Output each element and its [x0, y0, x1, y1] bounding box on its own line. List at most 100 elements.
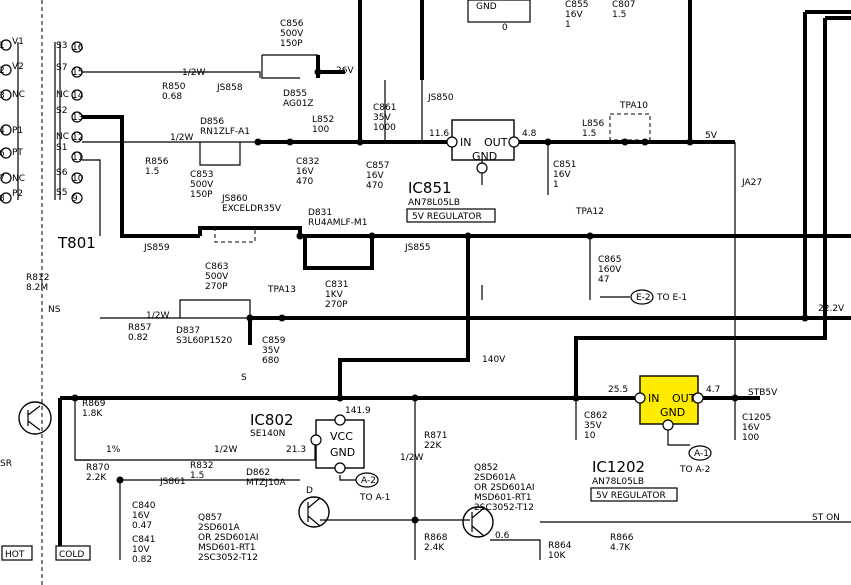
to-e1-label: TO E-1 [656, 293, 687, 303]
to-a1-label: TO A-1 [359, 493, 390, 503]
t801-label-nc4: NC [56, 132, 69, 142]
cold-label: COLD [59, 550, 84, 560]
ic802-gnd: GND [330, 446, 355, 459]
ic851: IN OUT GND IC851 AN78L05LB 5V REGULATOR [406, 119, 520, 223]
transistor-q857 [298, 496, 330, 528]
st-on-label: ST ON [812, 513, 840, 523]
t801-label-v2: V2 [12, 62, 24, 72]
hot-label: HOT [5, 550, 25, 560]
v47-label: 4.7 [706, 385, 720, 395]
t801-label-v1: V1 [12, 37, 24, 47]
t801-pin-7: 7 [0, 174, 5, 184]
ic1202-gnd: GND [660, 406, 685, 419]
transistor-q852 [462, 506, 494, 538]
t801-pin-1: 1 [0, 41, 5, 51]
a1-label: A-1 [694, 449, 709, 459]
v5-label: 5V [705, 131, 718, 141]
ic1202-part: AN78L05LB [592, 477, 644, 487]
ic802: VCC GND IC802 SE140N [250, 411, 365, 474]
v255-label: 25.5 [608, 385, 628, 395]
ic851-gnd: GND [472, 150, 497, 163]
t801-label-s3: S3 [56, 41, 67, 51]
s-mark: S [241, 373, 247, 383]
ic851-func: 5V REGULATOR [412, 212, 482, 222]
t801-pin-16: 16 [72, 43, 84, 53]
ic802-vcc: VCC [330, 430, 353, 443]
v213-label: 21.3 [286, 445, 306, 455]
js861-label: JS861 [159, 477, 186, 487]
r856-pw: 1/2W [170, 133, 193, 143]
ic851-part: AN78L05LB [408, 198, 460, 208]
t801-label-nc3: NC [56, 90, 69, 100]
ic1202-func: 5V REGULATOR [596, 491, 666, 501]
js859-label: JS859 [143, 243, 170, 253]
t801-pin-3: 3 [0, 91, 5, 101]
r871-pw: 1/2W [400, 453, 423, 463]
ja27-label: JA27 [741, 178, 762, 188]
stb5v-label: STB5V [748, 388, 778, 398]
r857-pw: 1/2W [146, 311, 169, 321]
t801-label-nc1: NC [12, 90, 25, 100]
t801-pin-12: 12 [72, 133, 83, 143]
gnd-top-label: GND [476, 2, 497, 12]
ic802-ref: IC802 [250, 411, 294, 429]
ic1202-out: OUT [672, 392, 696, 405]
js858-label: JS858 [216, 83, 243, 93]
v116-label: 11.6 [429, 129, 449, 139]
to-a2-label: TO A-2 [679, 465, 710, 475]
tpa12-label: TPA12 [575, 207, 604, 217]
sr-label: SR [0, 459, 12, 469]
t801-pin-6: 6 [0, 149, 5, 159]
tpa10-label: TPA10 [619, 101, 648, 111]
t801-pin-2: 2 [0, 66, 5, 76]
ic1202-in: IN [648, 392, 659, 405]
t801-label-s1: S1 [56, 143, 67, 153]
ic851-ref: IC851 [408, 179, 452, 197]
t801-label-s2: S2 [56, 106, 67, 116]
t801-pin-13: 13 [72, 113, 83, 123]
zero-label: 0 [502, 23, 508, 33]
t801-pin-8: 8 [0, 194, 5, 204]
r870-tol: 1% [106, 445, 121, 455]
js855-label: JS855 [404, 243, 431, 253]
r850-pw: 1/2W [182, 68, 205, 78]
t801-label-pt: PT [12, 148, 23, 158]
d-mark: D [306, 486, 313, 496]
ns-label: NS [48, 305, 61, 315]
t801-label-s5: S5 [56, 188, 67, 198]
ic1202-ref: IC1202 [592, 458, 645, 476]
v22-label: 22.2V [818, 304, 845, 314]
t801-ref: T801 [57, 234, 96, 252]
